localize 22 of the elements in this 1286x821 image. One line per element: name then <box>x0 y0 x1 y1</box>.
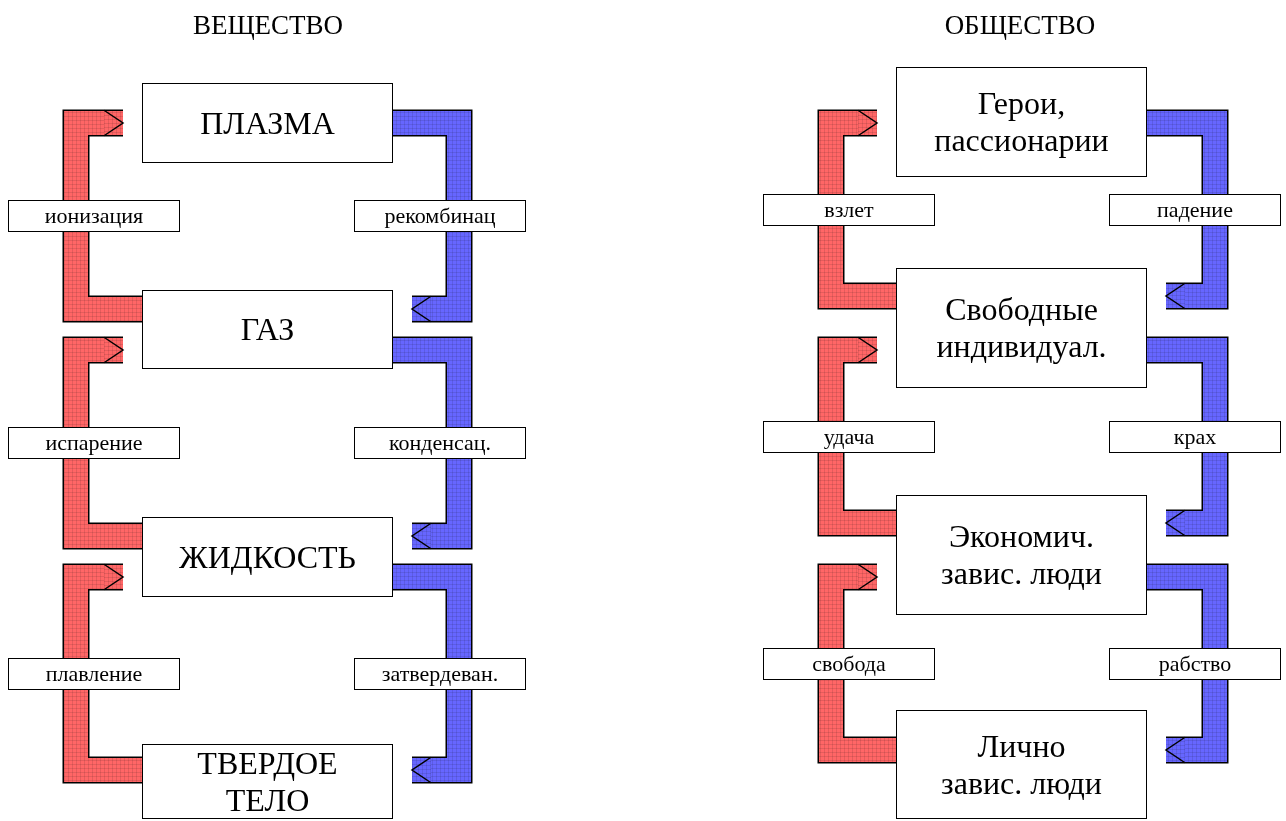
edge-label: рекомбинац <box>354 200 526 232</box>
state-box: Свободные индивидуал. <box>896 268 1147 388</box>
state-box: ГАЗ <box>142 290 393 369</box>
edge-label: плавление <box>8 657 180 690</box>
state-box: ПЛАЗМА <box>142 83 393 163</box>
state-box: ТВЕРДОЕ ТЕЛО <box>142 744 393 819</box>
edge-label: испарение <box>8 427 180 459</box>
column-title: ОБЩЕСТВО <box>943 12 1097 39</box>
edge-label: падение <box>1109 193 1281 226</box>
column-title: ВЕЩЕСТВО <box>191 12 345 39</box>
edge-label: крах <box>1109 420 1281 453</box>
edge-label: рабство <box>1109 647 1281 680</box>
edge-label: ионизация <box>8 200 180 232</box>
state-box: ЖИДКОСТЬ <box>142 517 393 597</box>
state-box: Экономич. завис. люди <box>896 495 1147 615</box>
state-box: Лично завис. люди <box>896 710 1147 819</box>
edge-label: свобода <box>763 647 935 680</box>
state-box: Герои, пассионарии <box>896 67 1147 177</box>
edge-label: взлет <box>763 193 935 226</box>
edge-label: удача <box>763 420 935 453</box>
edge-label: конденсац. <box>354 427 526 459</box>
edge-label: затвердеван. <box>354 657 526 690</box>
